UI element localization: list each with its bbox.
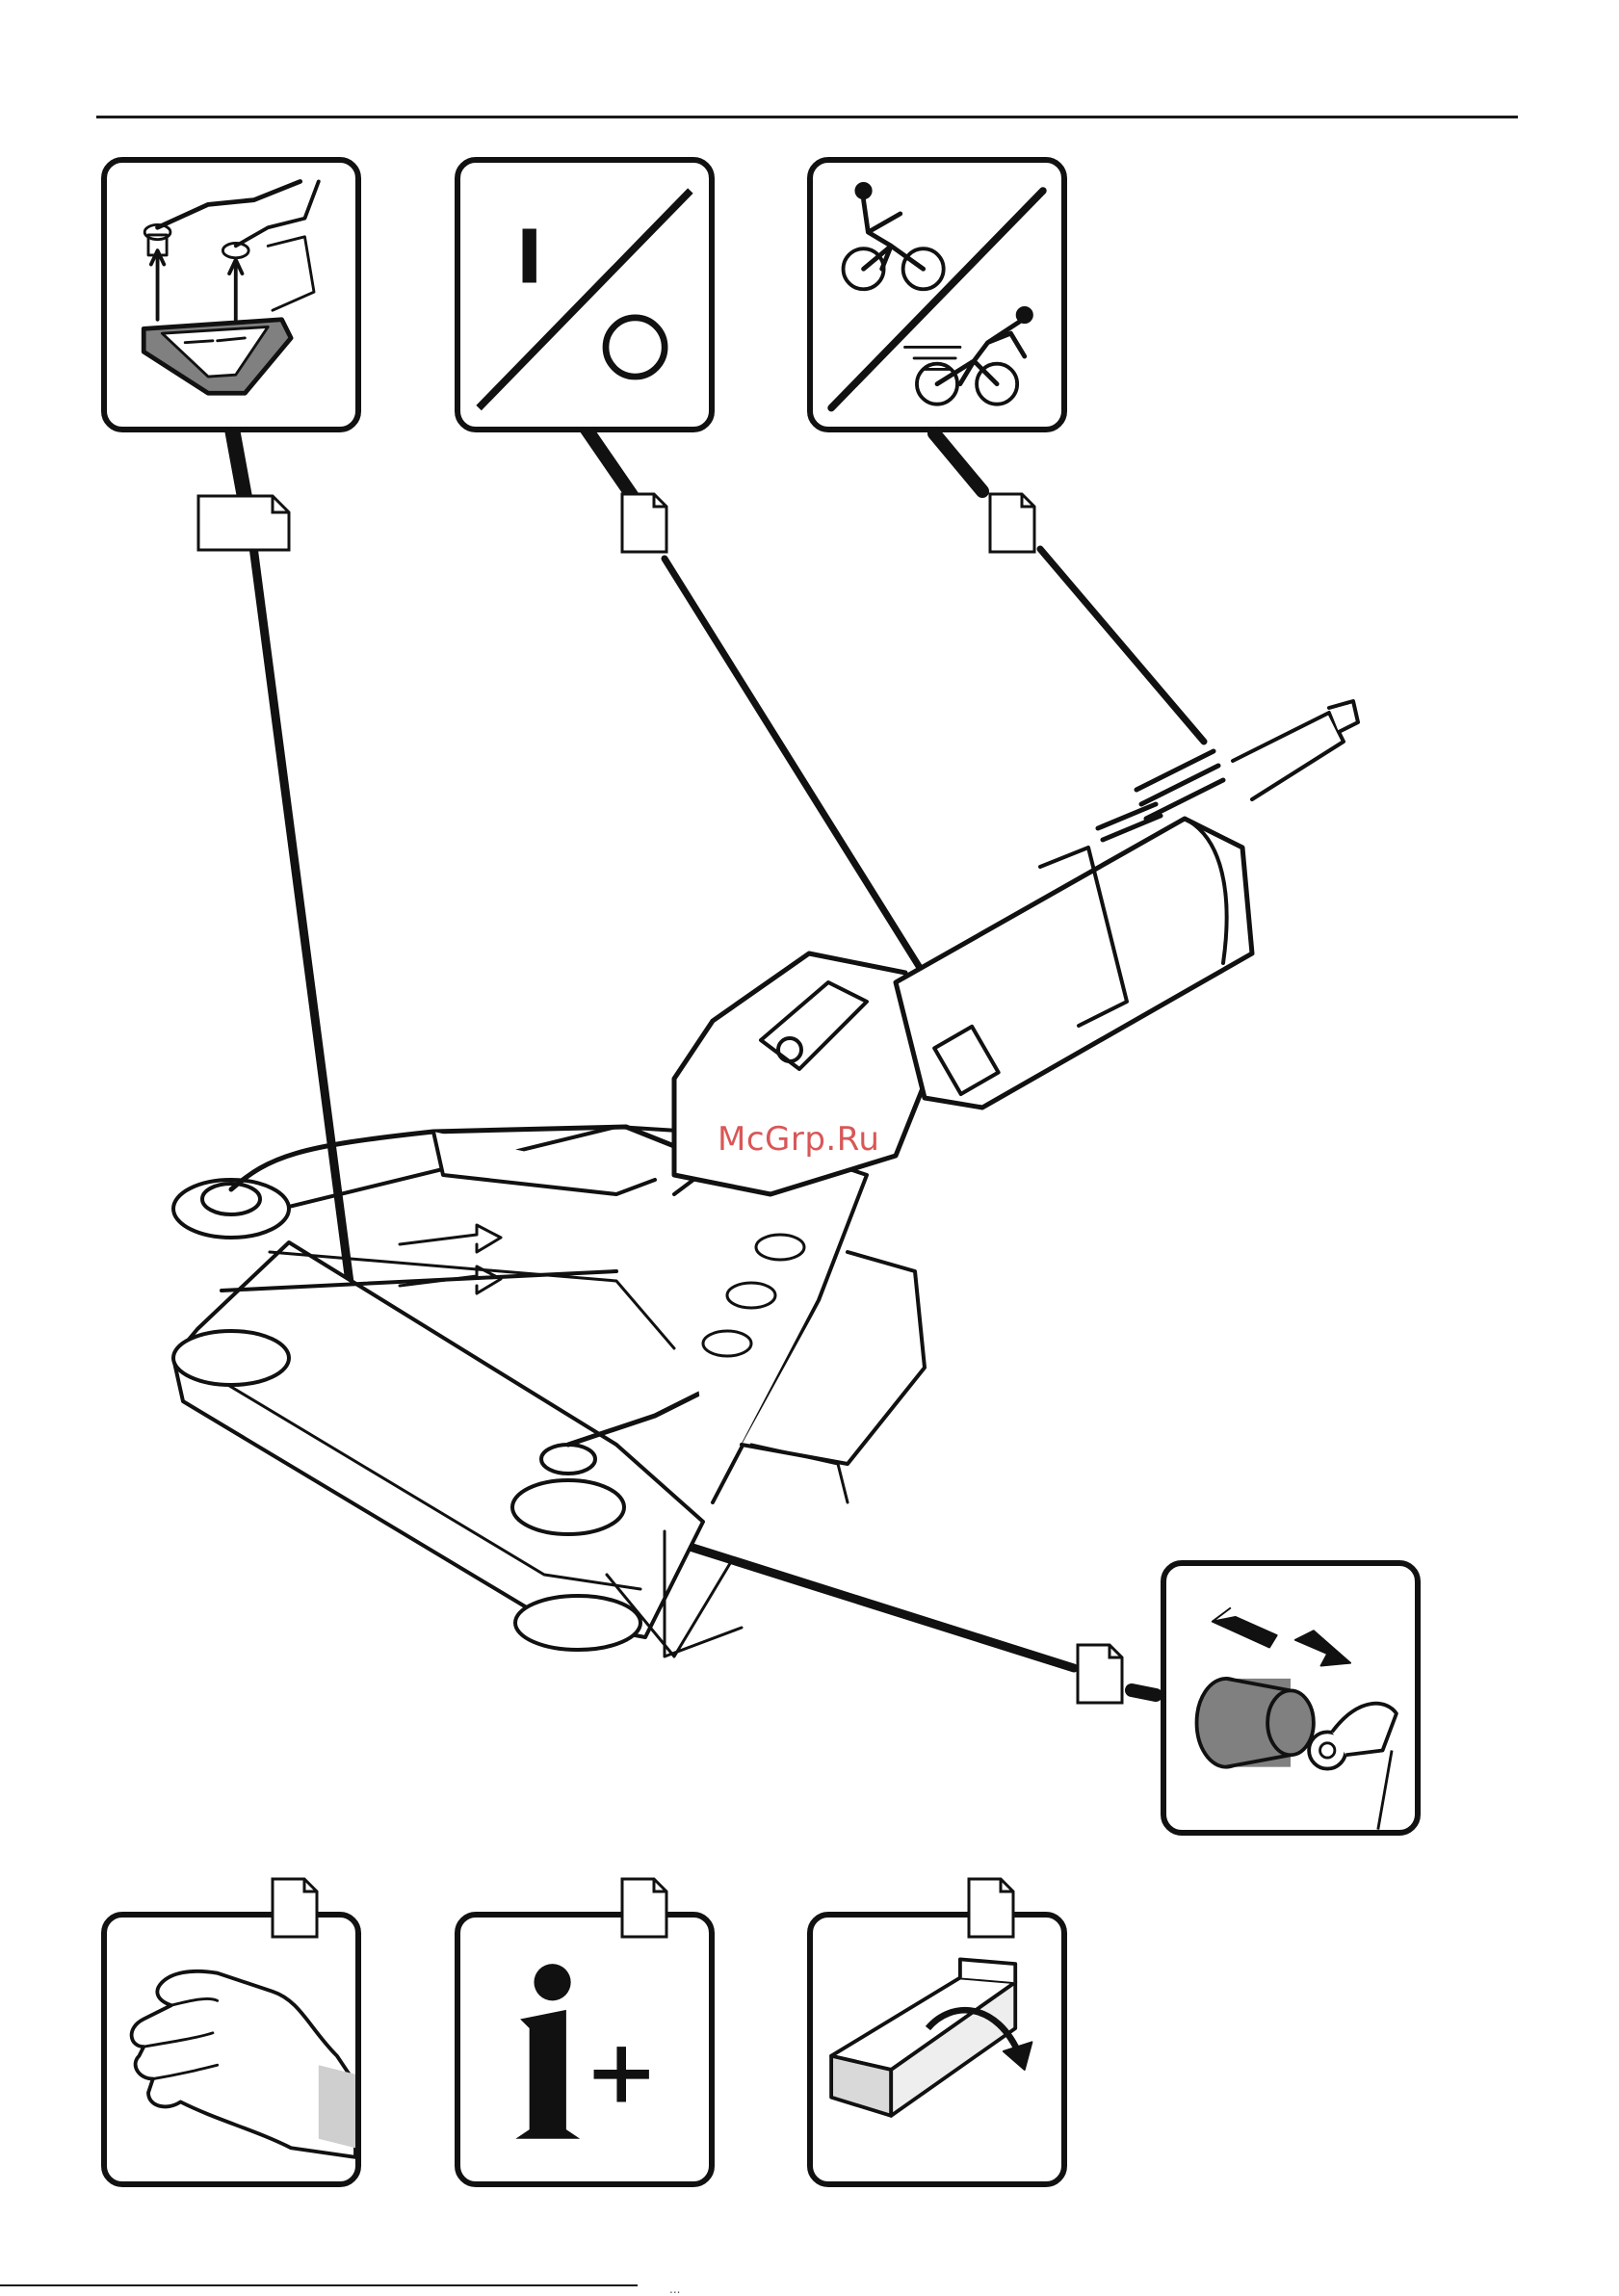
leader-line-4 — [1132, 1690, 1156, 1695]
panel-speed — [807, 157, 1067, 432]
panel-info — [455, 1912, 715, 2187]
panel-on-off: I — [455, 157, 715, 432]
speed-cyclist-icon — [813, 163, 1061, 427]
info-plus-icon — [460, 1918, 709, 2181]
document-page-icon — [196, 493, 292, 553]
document-page-icon — [1075, 1642, 1125, 1706]
off-symbol — [606, 318, 665, 377]
roller-adjust-icon — [1166, 1566, 1415, 1830]
bottom-rule — [0, 2284, 638, 2286]
leader-line-2 — [583, 424, 636, 501]
footer-fragment: ... — [669, 2283, 680, 2296]
document-page-icon — [270, 1876, 320, 1940]
document-page-icon — [619, 1876, 669, 1940]
document-page-icon — [619, 491, 669, 555]
watermark-text: McGrp.Ru — [718, 1120, 879, 1159]
open-package-icon — [813, 1918, 1061, 2181]
panel-open-package — [807, 1912, 1067, 2187]
on-off-switch-icon: I — [460, 163, 709, 427]
panel-roller-adjust — [1161, 1560, 1421, 1836]
document-page-icon — [987, 491, 1037, 555]
on-symbol: I — [515, 216, 542, 301]
panel-belt-change — [101, 157, 361, 432]
panel-hand-safety — [101, 1912, 361, 2187]
hand-safety-icon — [107, 1918, 355, 2181]
belt-change-icon — [107, 163, 355, 427]
document-page-icon — [966, 1876, 1016, 1940]
leader-line-3 — [934, 433, 982, 491]
